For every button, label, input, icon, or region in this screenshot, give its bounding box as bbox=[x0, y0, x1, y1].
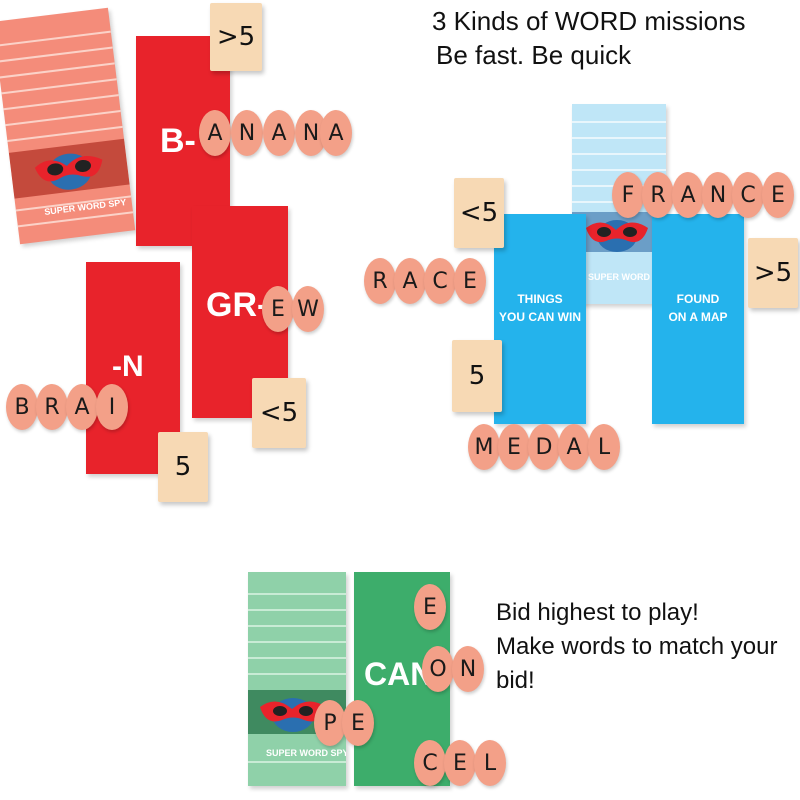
letter-chip[interactable]: E bbox=[414, 584, 446, 630]
bid-instruction-line-2: Make words to match your bid! bbox=[496, 633, 778, 694]
letter-chip[interactable]: E bbox=[342, 700, 374, 746]
spy-mask-icon bbox=[260, 698, 326, 732]
bid-tile-less-5[interactable]: <5 bbox=[252, 378, 306, 448]
card-category-map: FOUND ON A MAP bbox=[668, 292, 728, 324]
letter-chip[interactable]: E bbox=[262, 286, 294, 332]
bid-tile-greater-5[interactable]: >5 bbox=[748, 238, 798, 308]
letter-chip[interactable]: R bbox=[364, 258, 396, 304]
letter-chip[interactable]: A bbox=[558, 424, 590, 470]
letter-chip[interactable]: C bbox=[732, 172, 764, 218]
card-word-gr: GR- bbox=[206, 286, 269, 324]
letter-chip[interactable]: R bbox=[642, 172, 674, 218]
letter-chip[interactable]: F bbox=[612, 172, 644, 218]
bid-instruction-line-1: Bid highest to play! bbox=[496, 599, 699, 626]
letter-chip[interactable]: E bbox=[454, 258, 486, 304]
missions-heading: 3 Kinds of WORD missions Be fast. Be qui… bbox=[432, 4, 746, 72]
letter-chip[interactable]: M bbox=[468, 424, 500, 470]
letter-chip[interactable]: C bbox=[424, 258, 456, 304]
letter-chip[interactable]: A bbox=[394, 258, 426, 304]
letter-chip[interactable]: D bbox=[528, 424, 560, 470]
card-word-b: B- bbox=[160, 122, 196, 160]
letter-chip[interactable]: N bbox=[295, 110, 327, 156]
letter-chip[interactable]: O bbox=[422, 646, 454, 692]
missions-subtitle: Be fast. Be quick bbox=[436, 40, 632, 70]
letter-chip[interactable]: P bbox=[314, 700, 346, 746]
deck-label: SUPER WORD SPY bbox=[588, 272, 666, 282]
spy-mask-icon bbox=[586, 220, 648, 252]
letter-chip[interactable]: A bbox=[672, 172, 704, 218]
bid-instructions: Bid highest to play! Make words to match… bbox=[496, 596, 800, 698]
letter-chip[interactable]: A bbox=[263, 110, 295, 156]
letter-chip[interactable]: E bbox=[762, 172, 794, 218]
letter-chip[interactable]: R bbox=[36, 384, 68, 430]
letter-chip[interactable]: I bbox=[96, 384, 128, 430]
bid-tile-5[interactable]: 5 bbox=[158, 432, 208, 502]
letter-chip[interactable]: W bbox=[292, 286, 324, 332]
letter-chip[interactable]: A bbox=[66, 384, 98, 430]
blue-card-things-you-can-win: THINGS YOU CAN WIN bbox=[494, 214, 586, 424]
letter-chip[interactable]: N bbox=[231, 110, 263, 156]
letter-chip[interactable]: A bbox=[320, 110, 352, 156]
letter-chip[interactable]: B bbox=[6, 384, 38, 430]
missions-title: 3 Kinds of WORD missions bbox=[432, 6, 746, 36]
red-deck-card: SUPER WORD SPY bbox=[0, 7, 136, 245]
spy-mask-icon bbox=[34, 153, 103, 190]
green-deck-card: SUPER WORD SPY bbox=[248, 572, 346, 786]
letter-chip[interactable]: N bbox=[702, 172, 734, 218]
blue-card-found-on-a-map: FOUND ON A MAP bbox=[652, 214, 744, 424]
letter-chip[interactable]: A bbox=[199, 110, 231, 156]
letter-chip[interactable]: L bbox=[474, 740, 506, 786]
card-word-can: CAN bbox=[364, 656, 434, 692]
bid-tile-greater-5[interactable]: >5 bbox=[210, 3, 262, 71]
letter-chip[interactable]: E bbox=[444, 740, 476, 786]
bid-tile-less-5[interactable]: <5 bbox=[454, 178, 504, 248]
card-category-win: THINGS YOU CAN WIN bbox=[499, 292, 581, 324]
letter-chip[interactable]: E bbox=[498, 424, 530, 470]
bid-tile-5[interactable]: 5 bbox=[452, 340, 502, 412]
card-word-n: -N bbox=[112, 350, 144, 383]
letter-chip[interactable]: L bbox=[588, 424, 620, 470]
deck-label: SUPER WORD SPY bbox=[266, 748, 346, 758]
letter-chip[interactable]: N bbox=[452, 646, 484, 692]
letter-chip[interactable]: C bbox=[414, 740, 446, 786]
